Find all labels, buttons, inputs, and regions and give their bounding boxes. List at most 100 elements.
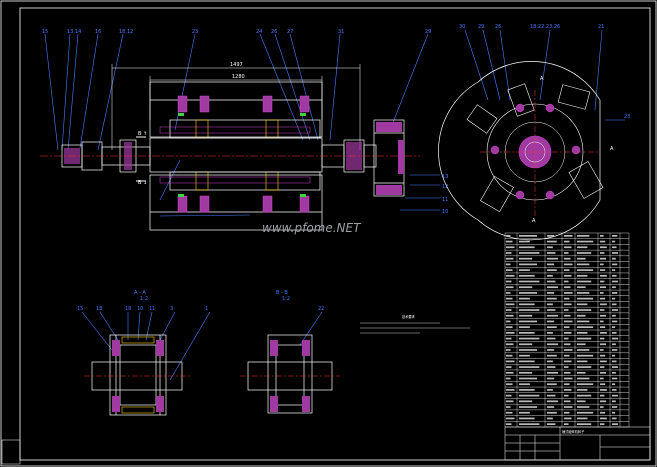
bom-cell-mark <box>600 297 606 300</box>
bom-cell-mark <box>519 417 535 420</box>
bom-cell-mark <box>519 337 540 340</box>
bom-cell-mark <box>612 257 616 260</box>
bom-cell-mark <box>612 394 618 397</box>
bom-cell-mark <box>519 297 530 300</box>
bom-cell-mark <box>600 331 607 334</box>
bom-cell-mark <box>506 309 512 311</box>
bom-cell-mark <box>519 309 540 311</box>
title-block-drawing-name: 锤式破碎机转子 <box>562 429 585 434</box>
bom-cell-mark <box>506 326 513 329</box>
bom-cell-mark <box>577 252 592 254</box>
bom-cell-mark <box>612 286 616 289</box>
svg-text:A: A <box>610 146 614 152</box>
svg-text:11: 11 <box>442 197 448 203</box>
bom-cell-mark <box>519 360 535 363</box>
hammer-plates <box>159 95 311 213</box>
bom-cell-mark <box>547 280 556 283</box>
bom-cell-mark <box>547 389 553 391</box>
green-markers <box>178 113 306 197</box>
bom-cell-mark <box>547 331 553 334</box>
bom-cell-mark <box>506 246 515 249</box>
bom-cell-mark <box>506 314 514 317</box>
bom-cell-mark <box>577 320 590 323</box>
bom-cell-mark <box>506 360 515 363</box>
bom-cell-mark <box>577 286 586 289</box>
bom-cell-mark <box>506 377 511 380</box>
bom-cell-mark <box>600 286 606 289</box>
bom-cell-mark <box>600 383 606 386</box>
bom-cell-mark <box>547 269 557 271</box>
leader-lines <box>44 33 440 217</box>
bom-cell-mark <box>577 371 586 374</box>
svg-text:15: 15 <box>77 306 83 312</box>
bom-cell-mark <box>564 400 571 403</box>
bom-cell-mark <box>612 354 616 357</box>
bom-cell-mark <box>577 354 594 357</box>
svg-text:29: 29 <box>425 29 431 35</box>
end-view-pins <box>490 103 581 200</box>
end-view-labels: AAA <box>532 76 614 224</box>
bom-cell-mark <box>577 263 590 266</box>
svg-text:21: 21 <box>598 24 604 30</box>
main-shaft <box>61 137 377 173</box>
bom-cell-mark <box>612 280 618 283</box>
bom-cell-mark <box>612 337 618 340</box>
bom-cell-mark <box>577 269 594 271</box>
svg-text:A: A <box>540 76 544 82</box>
bom-cell-mark <box>612 423 618 426</box>
svg-text:30: 30 <box>459 24 465 30</box>
bom-cell-mark <box>519 343 533 346</box>
bom-cell-mark <box>612 400 616 403</box>
bom-cell-mark <box>506 257 514 260</box>
bom-cell-mark <box>547 343 559 346</box>
bom-cell-mark <box>577 337 592 340</box>
bom-cell-mark <box>600 320 604 323</box>
bom-cell-mark <box>564 354 570 357</box>
pulley-hatch <box>376 122 404 195</box>
bom-cell-mark <box>612 326 616 329</box>
svg-text:12: 12 <box>442 184 448 190</box>
svg-text:23: 23 <box>192 29 198 35</box>
bom-cell-mark <box>564 411 570 414</box>
bom-cell-mark <box>547 320 555 323</box>
technical-notes: 技术要求 <box>360 314 470 334</box>
bom-cell-mark <box>506 252 512 254</box>
svg-text:11: 11 <box>149 306 155 312</box>
margin-box <box>1 439 21 465</box>
bom-cell-mark <box>612 366 618 368</box>
bom-cell-mark <box>547 377 555 380</box>
bom-cell-mark <box>519 349 537 351</box>
bom-cell-mark <box>547 326 557 329</box>
bom-cell-mark <box>519 400 533 403</box>
bom-cell-mark <box>612 274 617 277</box>
bom-cell-mark <box>600 280 605 283</box>
svg-text:16: 16 <box>95 29 101 35</box>
bom-cell-mark <box>564 263 573 266</box>
svg-text:13: 13 <box>442 174 448 180</box>
bom-cell-mark <box>547 383 557 386</box>
bom-cell-mark <box>519 269 530 271</box>
bom-cell-mark <box>577 366 592 368</box>
bom-cell-mark <box>577 349 590 351</box>
end-view-centerlines <box>480 90 600 218</box>
bom-cell-mark <box>547 349 555 351</box>
bom-cell-mark <box>519 326 530 329</box>
parts-list-table <box>504 232 630 428</box>
svg-text:13.14: 13.14 <box>67 29 81 35</box>
sheet-inner-border <box>19 7 651 461</box>
bom-cell-mark <box>600 400 606 403</box>
bom-cell-mark <box>600 417 607 420</box>
bom-cell-mark <box>577 389 588 391</box>
bom-cell-mark <box>547 234 555 237</box>
svg-text:10: 10 <box>442 209 448 215</box>
bom-cell-mark <box>547 394 556 397</box>
bom-cell-mark <box>600 411 606 414</box>
bom-cell-mark <box>577 326 594 329</box>
bom-cell-mark <box>577 394 592 397</box>
bom-cell-mark <box>506 411 513 414</box>
bom-cell-mark <box>612 406 618 408</box>
bom-cell-mark <box>506 280 512 283</box>
bom-cell-mark <box>612 389 617 391</box>
